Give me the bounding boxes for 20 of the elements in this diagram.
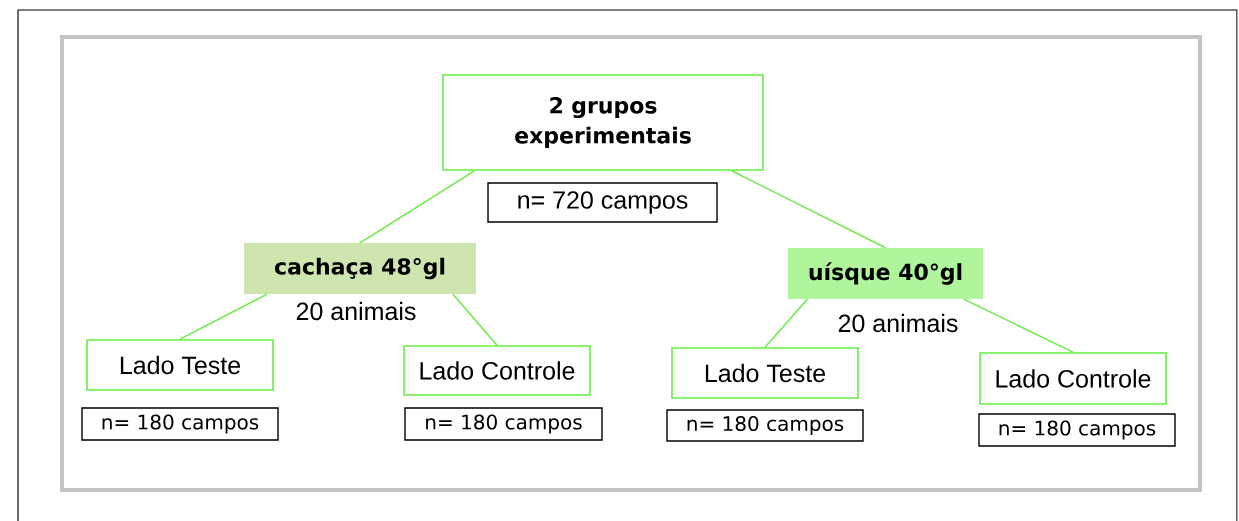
count-box: n= 720 campos — [487, 182, 718, 223]
process-box: Lado Teste — [671, 347, 859, 399]
connector-line — [452, 293, 498, 346]
count-box: n= 180 campos — [404, 407, 603, 441]
process-box: 2 grupos experimentais — [442, 74, 764, 171]
count-box: n= 180 campos — [978, 413, 1176, 447]
caption-text: 20 animais — [838, 313, 958, 333]
connector-line — [179, 293, 268, 340]
caption-text: 20 animais — [296, 301, 416, 321]
group-box: cachaça 48°gl — [244, 243, 476, 294]
process-box: Lado Teste — [86, 339, 274, 391]
connector-line — [962, 298, 1074, 353]
process-box: Lado Controle — [979, 352, 1167, 405]
process-box: Lado Controle — [403, 345, 591, 396]
connector-line — [359, 170, 476, 244]
count-box: n= 180 campos — [666, 409, 864, 442]
connector-line — [730, 170, 887, 249]
connector-line — [764, 298, 809, 348]
group-box: uísque 40°gl — [788, 248, 983, 299]
count-box: n= 180 campos — [81, 407, 279, 441]
